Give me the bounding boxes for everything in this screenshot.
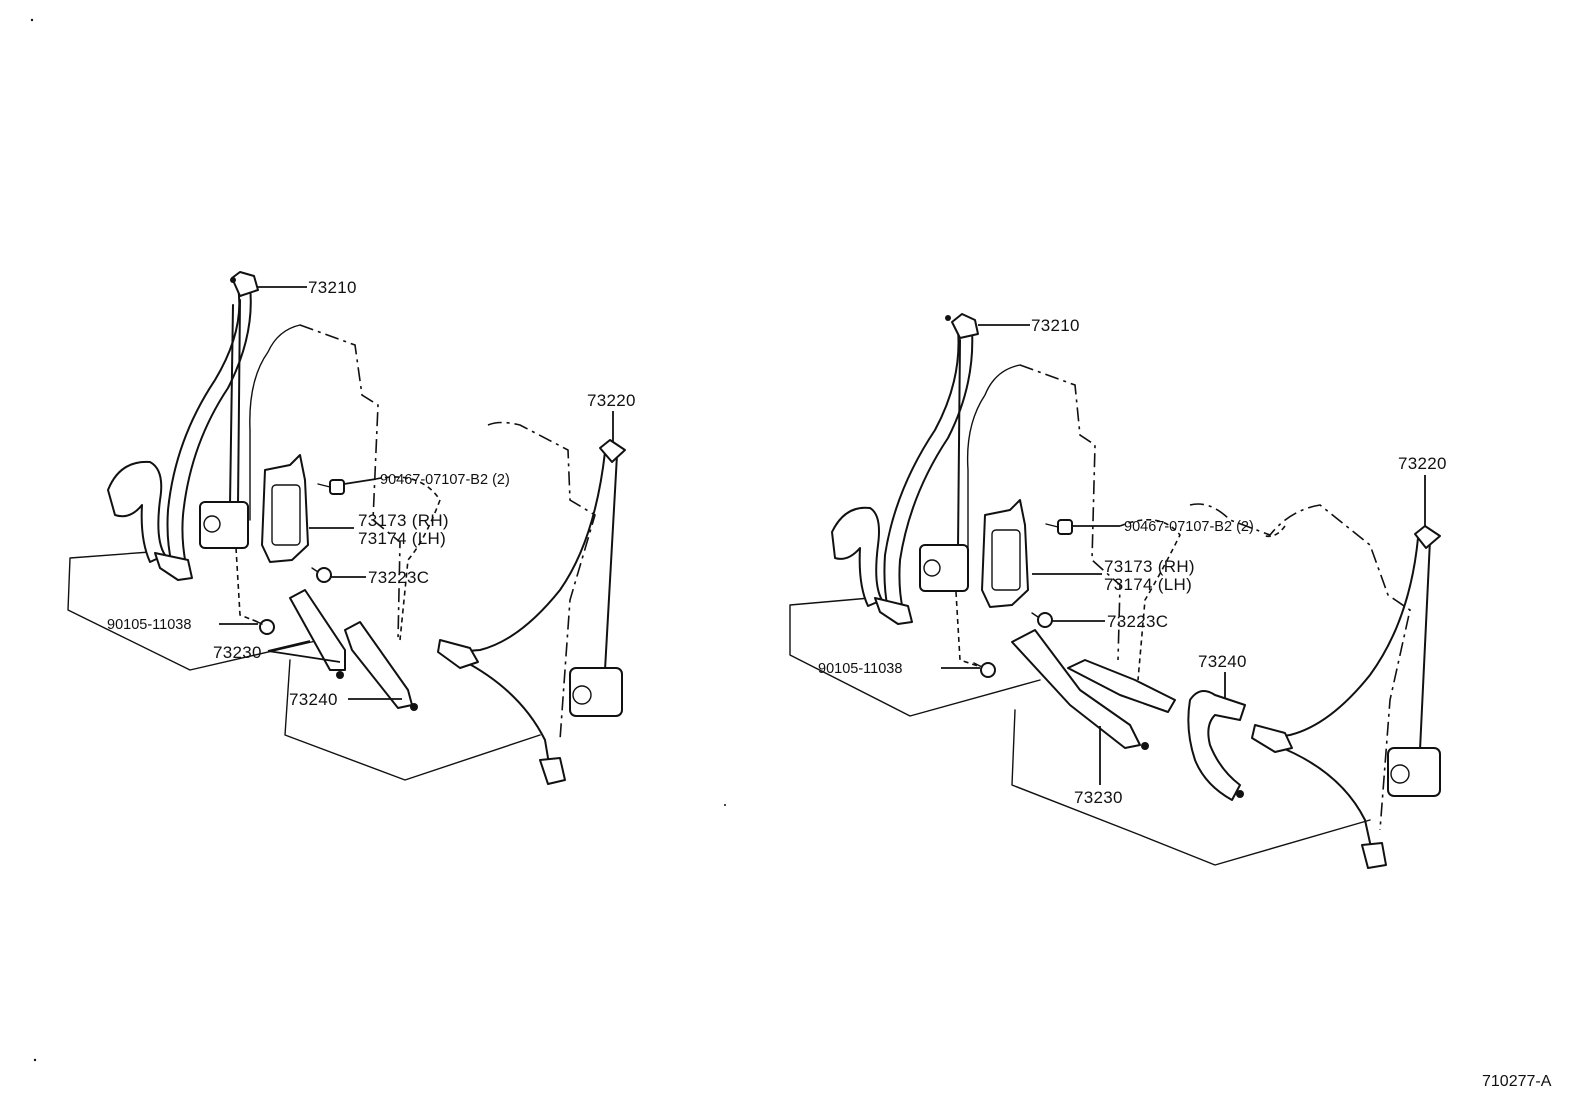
left-label-73174: 73174 (LH) bbox=[358, 529, 446, 548]
right-belt-guide bbox=[957, 339, 961, 549]
left-shoulder-belt-inner bbox=[181, 286, 252, 566]
right-label-73223C: 73223C bbox=[1107, 612, 1168, 631]
left-clip-icon bbox=[311, 567, 332, 583]
right-clip-icon bbox=[1031, 612, 1053, 628]
left-label-73223C: 73223C bbox=[368, 568, 429, 587]
right-lap-plate bbox=[1251, 724, 1293, 753]
right-retractor-hub bbox=[923, 559, 941, 577]
left-buckle-center bbox=[344, 621, 413, 709]
left-seat-belt-assembly: 73210 73220 90467-07107-B2 (2) 73173 (RH… bbox=[67, 271, 636, 785]
left-rear-seat-outline bbox=[487, 421, 596, 741]
left-lap-plate bbox=[437, 639, 479, 669]
left-bolt-guide-line bbox=[235, 547, 259, 623]
left-shoulder-anchor bbox=[231, 271, 259, 297]
left-outer-belt bbox=[454, 451, 606, 653]
right-label-73174: 73174 (LH) bbox=[1104, 575, 1192, 594]
left-cover-panel bbox=[261, 454, 309, 563]
right-buckle-center-bolt bbox=[1236, 790, 1244, 798]
right-seat-back-outline bbox=[1019, 364, 1121, 661]
right-bolt-icon bbox=[973, 662, 996, 678]
right-buckle-inner bbox=[1011, 629, 1141, 749]
right-label-73230: 73230 bbox=[1074, 788, 1123, 807]
left-lower-hook bbox=[107, 460, 166, 563]
left-seat-back-edge bbox=[249, 324, 301, 521]
right-bolt-guide-line bbox=[955, 591, 979, 667]
left-outer-retractor bbox=[569, 667, 623, 717]
left-shoulder-anchor-bolt bbox=[230, 277, 236, 283]
right-shoulder-anchor bbox=[951, 313, 979, 339]
right-label-73240: 73240 bbox=[1198, 652, 1247, 671]
left-belt-guide-2 bbox=[229, 304, 234, 506]
left-label-90105: 90105-11038 bbox=[107, 617, 191, 633]
right-label-73173: 73173 (RH) bbox=[1104, 557, 1195, 576]
right-outer-retractor bbox=[1387, 747, 1441, 797]
right-rear-seat-outline bbox=[1189, 503, 1411, 831]
left-outer-retractor-hub bbox=[572, 685, 592, 705]
stray-dot bbox=[724, 804, 726, 806]
right-seat-back-edge bbox=[966, 364, 1021, 561]
left-outer-belt-2 bbox=[604, 454, 618, 671]
catalog-number: 710277-A bbox=[1482, 1073, 1552, 1090]
left-label-73220: 73220 bbox=[587, 391, 636, 410]
right-cover-panel bbox=[981, 499, 1029, 608]
right-outer-belt-2 bbox=[1419, 539, 1431, 751]
right-seat-cushion-outline bbox=[789, 597, 1041, 717]
left-seat-back-outline bbox=[299, 324, 401, 641]
right-label-90105: 90105-11038 bbox=[818, 661, 902, 677]
right-outer-belt bbox=[1267, 537, 1419, 739]
left-outer-belt-lower bbox=[461, 659, 551, 771]
right-label-73220: 73220 bbox=[1398, 454, 1447, 473]
right-outer-floor-anchor bbox=[1361, 842, 1387, 869]
left-label-73210: 73210 bbox=[308, 278, 357, 297]
left-floor-anchor bbox=[154, 552, 193, 581]
left-label-90467: 90467-07107-B2 (2) bbox=[380, 472, 510, 488]
left-shoulder-belt bbox=[166, 286, 241, 566]
left-retractor bbox=[199, 501, 249, 549]
right-label-73210: 73210 bbox=[1031, 316, 1080, 335]
right-outer-belt-lower bbox=[1274, 744, 1373, 853]
right-shoulder-belt-inner bbox=[898, 329, 974, 611]
right-retractor bbox=[919, 544, 969, 592]
right-seat-belt-assembly: 73210 73220 90467-07107-B2 (2) 73173 (RH… bbox=[789, 313, 1447, 869]
right-rear-cushion-outline bbox=[1011, 709, 1371, 866]
left-retractor-hub bbox=[203, 515, 221, 533]
left-label-73230: 73230 bbox=[213, 643, 262, 662]
left-outer-floor-anchor bbox=[539, 757, 566, 785]
left-label-73173: 73173 (RH) bbox=[358, 511, 449, 530]
right-outer-retractor-hub bbox=[1390, 764, 1410, 784]
right-screw-icon bbox=[1045, 519, 1073, 535]
left-outer-anchor-top bbox=[599, 439, 626, 463]
left-seat-cushion-outline bbox=[67, 551, 321, 671]
stray-dot bbox=[30, 18, 34, 22]
left-buckle-center-bolt bbox=[410, 703, 418, 711]
left-screw-icon bbox=[317, 479, 345, 495]
right-buckle-inner-bolt bbox=[1141, 742, 1149, 750]
stray-dot bbox=[33, 1058, 37, 1062]
right-cover-panel-window bbox=[991, 529, 1021, 591]
right-label-90467: 90467-07107-B2 (2) bbox=[1124, 519, 1254, 535]
right-outer-anchor-top bbox=[1414, 525, 1441, 549]
right-shoulder-anchor-bolt bbox=[945, 315, 951, 321]
right-floor-anchor bbox=[874, 597, 913, 625]
left-buckle-inner bbox=[289, 589, 346, 671]
right-lower-hook bbox=[831, 506, 883, 607]
left-rear-cushion-outline bbox=[284, 659, 541, 781]
left-buckle-inner-bolt bbox=[336, 671, 344, 679]
right-buckle-inner-strap bbox=[1067, 659, 1176, 713]
left-cover-panel-window bbox=[271, 484, 301, 546]
left-belt-guide bbox=[237, 299, 241, 506]
right-buckle-center bbox=[1187, 690, 1246, 801]
left-label-73240: 73240 bbox=[289, 690, 338, 709]
right-shoulder-belt bbox=[883, 329, 960, 611]
